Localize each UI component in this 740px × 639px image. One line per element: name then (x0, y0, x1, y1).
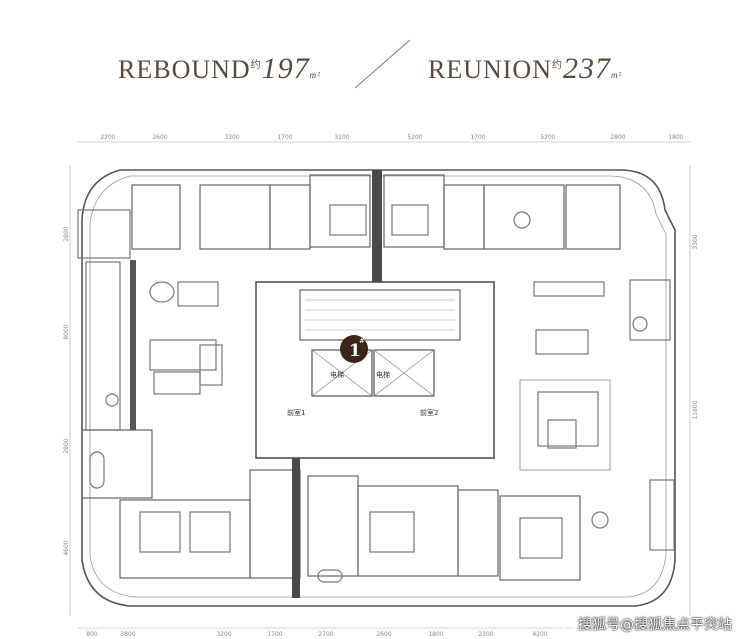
unit-area: 197 (261, 52, 310, 85)
dimension-label: 8000 (63, 324, 70, 339)
title-divider-slash (354, 39, 411, 89)
dimension-label: 4600 (63, 540, 70, 555)
dimension-right-column: 3300 11800 (692, 234, 699, 419)
dimension-label: 2800 (63, 226, 70, 241)
dimension-label: 3200 (216, 631, 231, 638)
dimension-label: 800 (86, 631, 98, 638)
dimension-label: 2800 (610, 134, 625, 141)
dimension-bottom-row: 800 3800 3200 1700 2700 2600 1800 2300 4200 (86, 631, 548, 638)
dimension-top-row: 2200 2600 3300 1700 3100 5200 1700 5200 2800 1800 (100, 134, 683, 141)
dimension-label: 1800 (428, 631, 443, 638)
dimension-label: 1700 (267, 631, 282, 638)
building-badge (340, 335, 368, 363)
unit-area: 237 (563, 52, 611, 85)
dimension-left-column: 2800 8000 2800 4600 (63, 226, 70, 555)
dimension-label: 2300 (478, 631, 493, 638)
dimension-label: 1700 (277, 134, 292, 141)
dimension-label: 3300 (692, 234, 699, 249)
dimension-label: 3300 (224, 134, 239, 141)
dimension-label: 2200 (100, 134, 115, 141)
dimension-label: 3800 (120, 631, 135, 638)
elevator-label-left: 电梯 (330, 370, 344, 379)
elevator-label-right: 电梯 (376, 370, 390, 379)
dimension-label: 3100 (334, 134, 349, 141)
building-number-sup: # (359, 337, 365, 345)
dimension-label: 5200 (407, 134, 422, 141)
wall-shaft (292, 458, 300, 598)
dimension-label: 1800 (668, 134, 683, 141)
approx-mark: 约 (552, 60, 563, 71)
dimension-label: 2600 (152, 134, 167, 141)
dimension-label: 11800 (692, 400, 699, 419)
approx-mark: 约 (250, 60, 262, 71)
dimension-label: 2800 (63, 438, 70, 453)
dimension-label: 2700 (318, 631, 333, 638)
watermark: 搜狐号@搜狐焦点平突站 (560, 614, 732, 634)
watermark-text: 搜狐号@搜狐焦点平突站 (578, 617, 732, 633)
area-unit: m² (611, 70, 623, 80)
unit-title-reunion: REUNION约237m² (428, 52, 622, 86)
wall-shaft (130, 260, 136, 430)
unit-name: REUNION (428, 55, 552, 84)
lobby-label-right: 前室2 (420, 408, 438, 417)
dimension-label: 4200 (532, 631, 547, 638)
lobby-label-left: 前室1 (287, 408, 305, 417)
area-unit: m² (309, 70, 321, 80)
unit-title-rebound: REBOUND约197m² (118, 52, 321, 86)
sohu-logo-icon (562, 617, 576, 631)
building-number: 1 (349, 341, 361, 361)
wall-shaft (372, 170, 382, 282)
dimension-label: 5200 (540, 134, 555, 141)
dimension-label: 2600 (376, 631, 391, 638)
dimension-label: 1700 (470, 134, 485, 141)
unit-name: REBOUND (118, 55, 251, 84)
